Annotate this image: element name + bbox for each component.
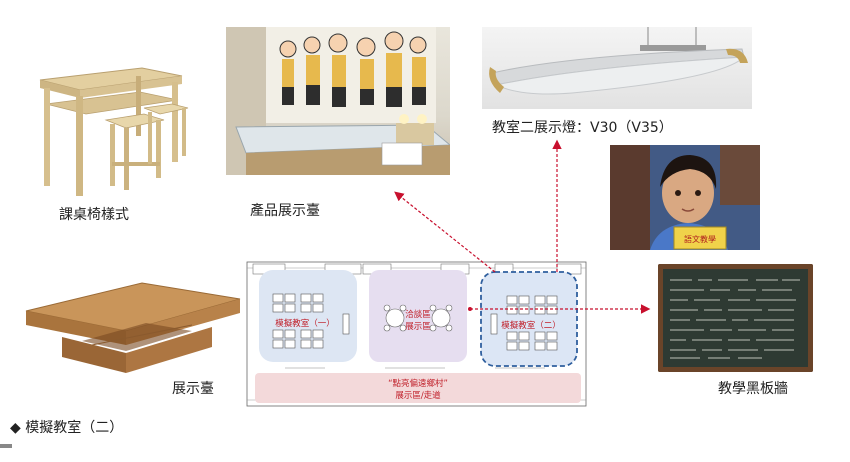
footer-accent-bar [0, 444, 12, 448]
meeting-area-label-1: 洽談區 [405, 309, 431, 320]
room-two-label: 模擬教室（二） [501, 320, 561, 331]
meeting-area-label-2: 展示區 [405, 322, 431, 332]
student-photo: 語文教學 [610, 145, 760, 250]
corridor-label-2: 展示區/走道 [395, 390, 441, 401]
display-table-caption: 展示臺 [172, 381, 214, 397]
corridor-area [255, 373, 581, 403]
product-display-photo [226, 27, 450, 175]
blackboard-caption: 教學黑板牆 [718, 381, 788, 397]
display-lamp-photo [482, 27, 752, 109]
blackboard-photo [658, 264, 813, 372]
meeting-area [369, 270, 467, 362]
section-title: ◆ 模擬教室（二） [10, 420, 124, 436]
room-one-label: 模擬教室（一） [275, 318, 335, 329]
desk-chair-caption: 課桌椅樣式 [59, 207, 129, 223]
corridor-label-1: “點亮偏遠鄉村” [388, 378, 448, 389]
lamp-caption: 教室二展示燈：V30（V35） [492, 120, 673, 136]
product-display-caption: 產品展示臺 [250, 203, 320, 219]
display-table-photo [22, 255, 244, 385]
book-label: 語文教學 [684, 234, 716, 244]
floor-plan: 模擬教室（一） 洽談區 展示區 模擬教室（二） [245, 260, 590, 410]
desk-chair-photo [32, 58, 197, 198]
room-one-area [259, 270, 357, 362]
arrow-to-product-display [394, 191, 496, 273]
